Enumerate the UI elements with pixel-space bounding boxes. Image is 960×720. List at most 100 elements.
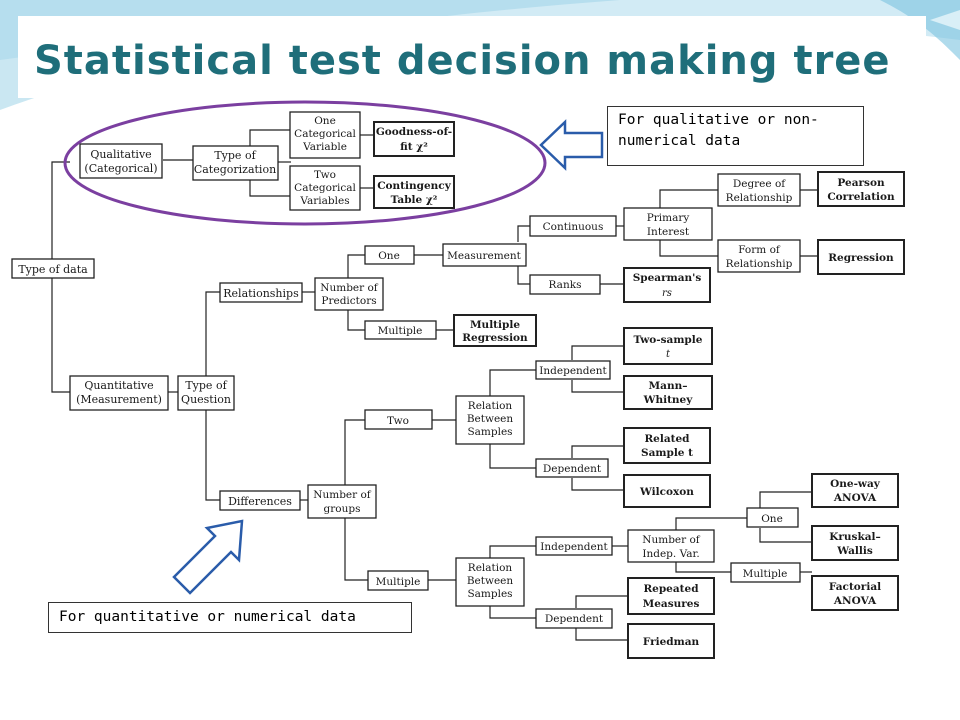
node-label: (Categorical) — [84, 162, 157, 175]
node-label: Differences — [228, 495, 292, 508]
node-multiple-indep-var: Multiple — [730, 562, 801, 583]
node-regression: Regression — [817, 239, 905, 275]
node-label: Contingency — [377, 180, 452, 192]
node-kruskal-wallis: Kruskal– Wallis — [811, 525, 899, 561]
node-multiple-regression: Multiple Regression — [453, 314, 537, 347]
node-independent-multiple: Independent — [535, 536, 613, 556]
node-label: Quantitative — [84, 379, 153, 392]
node-dependent-two: Dependent — [535, 458, 609, 478]
node-label: Question — [181, 393, 231, 406]
node-label: Degree of — [733, 178, 786, 190]
node-label: Type of — [214, 149, 256, 162]
node-spearmans: Spearman's rs — [623, 267, 711, 303]
qualitative-callout-line-1: For qualitative or non- — [618, 112, 819, 128]
node-label: Relation — [468, 400, 513, 412]
node-wilcoxon: Wilcoxon — [623, 474, 711, 508]
node-label: Predictors — [321, 295, 376, 307]
node-label: Type of data — [18, 263, 88, 276]
node-goodness-of-fit: Goodness-of- fit χ² — [373, 121, 455, 157]
node-label: Type of — [185, 379, 227, 392]
node-type-of-categorization: Type of Categorization — [192, 145, 279, 181]
node-label: Categorical — [294, 128, 356, 140]
node-label: Pearson — [837, 177, 885, 189]
node-label: Relationship — [726, 192, 793, 204]
node-number-of-indep-var: Number of Indep. Var. — [627, 529, 715, 563]
node-qualitative: Qualitative (Categorical) — [79, 143, 163, 179]
node-label: One — [378, 250, 400, 262]
node-label: Qualitative — [90, 148, 151, 161]
node-relation-between-samples-two: Relation Between Samples — [455, 395, 525, 445]
node-label: Sample t — [641, 447, 693, 459]
node-multiple-predictors: Multiple — [364, 320, 437, 340]
node-contingency-table: Contingency Table χ² — [373, 175, 455, 209]
node-label: Interest — [647, 226, 690, 238]
node-number-of-groups: Number of groups — [307, 484, 377, 519]
node-friedman: Friedman — [627, 623, 715, 659]
node-label: Factorial — [829, 581, 881, 593]
node-ranks: Ranks — [529, 274, 601, 295]
node-label: One — [761, 513, 783, 525]
node-label: Relationship — [726, 258, 793, 270]
node-label: Number of — [320, 282, 379, 294]
node-label: Related — [644, 433, 690, 445]
node-label: Friedman — [643, 636, 700, 648]
node-label: Categorical — [294, 182, 356, 194]
node-number-of-predictors: Number of Predictors — [314, 277, 384, 311]
quantitative-callout-text: For quantitative or numerical data — [59, 609, 356, 625]
node-label: Samples — [467, 426, 512, 438]
node-label: Dependent — [545, 613, 604, 625]
node-label: Ranks — [549, 279, 582, 291]
node-label: Goodness-of- — [376, 126, 452, 138]
node-label: (Measurement) — [76, 393, 162, 406]
node-form-of-relationship: Form of Relationship — [717, 239, 801, 273]
node-label: Two-sample — [634, 334, 703, 346]
node-label: Between — [467, 413, 514, 425]
tree-connectors — [51, 129, 818, 641]
node-label: Relationships — [223, 287, 299, 300]
node-relationships: Relationships — [219, 282, 303, 303]
node-label: One — [314, 115, 336, 127]
node-label: Spearman's — [633, 272, 702, 284]
node-related-sample-t: Related Sample t — [623, 427, 711, 464]
node-continuous: Continuous — [529, 215, 617, 237]
node-label: Measurement — [447, 250, 522, 262]
slide-title: Statistical test decision making tree — [34, 38, 891, 84]
node-dependent-multiple: Dependent — [535, 608, 613, 629]
node-label: Number of — [642, 534, 701, 546]
node-degree-of-relationship: Degree of Relationship — [717, 173, 801, 207]
node-label: Continuous — [543, 221, 604, 233]
node-label: Independent — [540, 541, 608, 553]
node-label: One-way — [830, 478, 881, 490]
node-label: ANOVA — [833, 595, 877, 607]
node-measurement: Measurement — [442, 243, 527, 267]
node-label: Correlation — [827, 191, 895, 203]
qualitative-highlight-ellipse — [63, 100, 547, 226]
node-multiple-groups: Multiple — [367, 570, 429, 591]
node-label: Primary — [647, 212, 690, 224]
node-pearson-correlation: Pearson Correlation — [817, 171, 905, 207]
qualitative-arrow-icon — [539, 119, 604, 171]
node-relation-between-samples-multiple: Relation Between Samples — [455, 557, 525, 607]
node-two-groups: Two — [364, 409, 433, 430]
node-label: Variables — [299, 195, 349, 207]
node-type-of-question: Type of Question — [177, 375, 235, 411]
node-one-predictor: One — [364, 245, 415, 265]
node-label: Multiple — [470, 319, 520, 331]
node-label: rs — [662, 288, 672, 299]
node-label: groups — [324, 503, 361, 515]
quantitative-arrow-icon — [172, 519, 244, 595]
node-label: Dependent — [543, 463, 602, 475]
node-label: Multiple — [743, 568, 788, 580]
node-label: ANOVA — [833, 492, 877, 504]
tree-nodes: Type of data Qualitative (Categorical) T… — [11, 111, 905, 659]
node-label: Independent — [539, 365, 607, 377]
node-label: Indep. Var. — [642, 548, 699, 560]
node-label: Regression — [462, 332, 528, 344]
node-label: Number of — [313, 489, 372, 501]
qualitative-callout: For qualitative or non- numerical data — [607, 106, 864, 166]
node-two-categorical-variables: Two Categorical Variables — [289, 165, 361, 211]
node-label: Form of — [738, 244, 781, 256]
node-label: Measures — [643, 598, 700, 610]
node-independent-two: Independent — [535, 360, 611, 380]
